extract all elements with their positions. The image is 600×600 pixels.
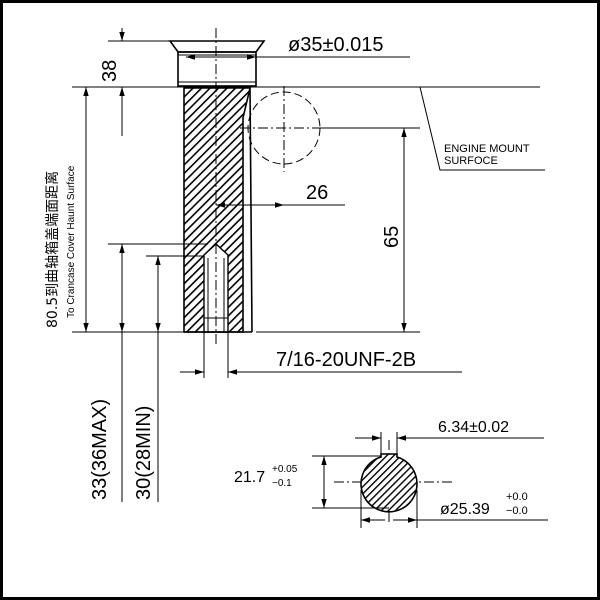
shaft-diameter-upper: +0.0 [506, 491, 528, 503]
dim-80-5-en-label: To Crancase Cover Haunt Surface [66, 165, 77, 318]
key-height-lower: −0.1 [272, 478, 292, 489]
engine-mount-line2: SURFOCE [444, 155, 498, 167]
thread-label: 7/16-20UNF-2B [276, 349, 416, 371]
key-height-base: 21.7 [234, 469, 265, 486]
shaft-section [168, 28, 266, 345]
dim-38: 38 [99, 28, 540, 136]
dim-33-label: 33(36MAX) [89, 399, 111, 500]
dim-30-label: 30(28MIN) [133, 406, 155, 500]
dim-38-label: 38 [99, 60, 121, 82]
dim-diameter-top: ø35±0.015 [186, 34, 410, 60]
engine-mount-note: ENGINE MOUNT SURFOCE [419, 86, 545, 171]
dim-26-label: 26 [306, 182, 328, 204]
dim-30: 30(28MIN) [133, 255, 204, 502]
shaft-cross-section: 6.34±0.02 21.7 +0.05 −0.1 ø25.39 +0.0 −0… [234, 419, 548, 528]
thread-callout: 7/16-20UNF-2B [180, 332, 462, 378]
engine-mount-line1: ENGINE MOUNT [444, 143, 530, 155]
key-width-label: 6.34±0.02 [438, 419, 509, 436]
dim-26: 26 [216, 182, 345, 208]
dim-65: 65 [256, 127, 420, 333]
dim-80-5: 80.5到曲轴箱盖端面距离 To Crancase Cover Haunt Su… [44, 86, 184, 333]
shaft-diameter-base: ø25.39 [440, 501, 490, 518]
dim-65-label: 65 [381, 226, 403, 248]
crank-pin-phantom [240, 86, 330, 172]
dim-80-5-cn-label: 80.5到曲轴箱盖端面距离 [44, 171, 61, 328]
key-height-upper: +0.05 [272, 464, 298, 475]
shaft-diameter-lower: −0.0 [506, 505, 528, 517]
dim-diameter-top-label: ø35±0.015 [288, 34, 384, 56]
dim-33: 33(36MAX) [89, 243, 208, 502]
